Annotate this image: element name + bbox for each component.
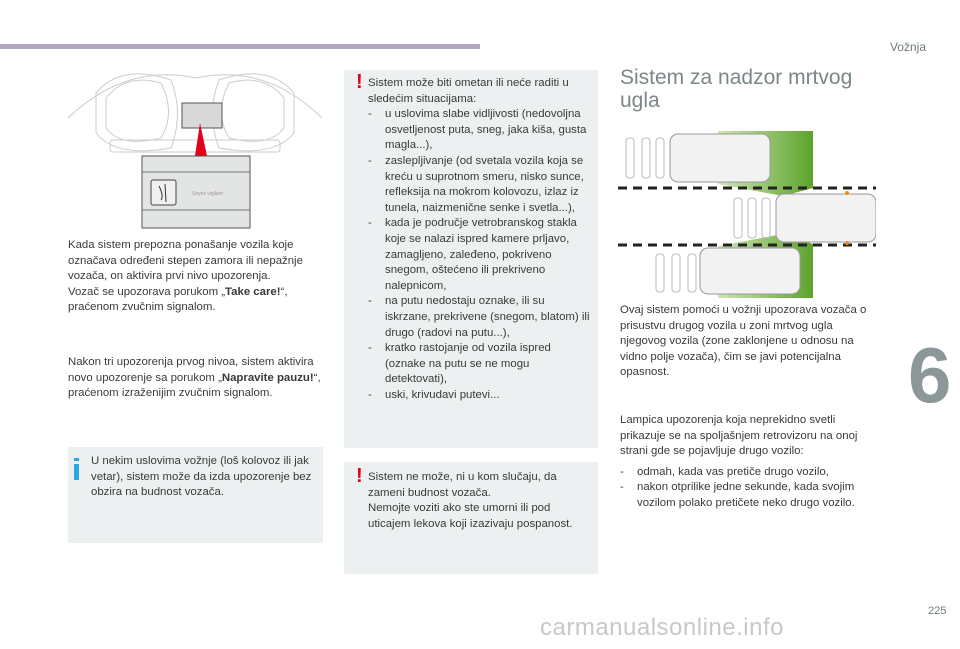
warning-box-limitations: ! Sistem može biti ometan ili neće radit… bbox=[344, 70, 598, 448]
fatigue-text: Kada sistem prepozna ponašanje vozila ko… bbox=[68, 238, 323, 402]
warning-text: Nemojte voziti ako ste umorni ili pod ut… bbox=[368, 502, 573, 530]
header-bar bbox=[0, 44, 480, 49]
paragraph: Nakon tri upozorenja prvog nivoa, sistem… bbox=[68, 355, 323, 402]
paragraph: Vozač se upozorava porukom „Take care!“,… bbox=[68, 285, 323, 316]
dashboard-illustration: Soyez vigilant bbox=[67, 73, 323, 229]
watermark: carmanualsonline.info bbox=[540, 614, 784, 641]
text: “, praćenom izraženijim zvučnim signalom… bbox=[68, 371, 321, 400]
chapter-number: 6 bbox=[908, 331, 952, 419]
warning-icon: ! bbox=[356, 71, 363, 93]
paragraph: Kada sistem prepozna ponašanje vozila ko… bbox=[68, 239, 303, 283]
list-item: na putu nedostaju oznake, ili su iskrzan… bbox=[368, 294, 592, 341]
paragraph: Ovaj sistem pomoći u vožnji upozorava vo… bbox=[620, 304, 867, 379]
warning-intro: Sistem može biti ometan ili neće raditi … bbox=[368, 77, 569, 105]
blind-spot-text: Ovaj sistem pomoći u vožnji upozorava vo… bbox=[620, 303, 878, 512]
warning-light-list: odmah, kada vas pretiče drugo vozilo, na… bbox=[620, 465, 878, 512]
text: Vozač se upozorava porukom „ bbox=[68, 285, 226, 298]
message-take-care: Take care! bbox=[225, 285, 281, 298]
warning-text: Sistem ne može, ni u kom slučaju, da zam… bbox=[368, 471, 557, 499]
list-item: kratko rastojanje od vozila ispred (ozna… bbox=[368, 341, 592, 388]
list-item: kada je područje vetrobranskog stakla ko… bbox=[368, 216, 592, 294]
warning-box-attention: ! Sistem ne može, ni u kom slučaju, da z… bbox=[344, 462, 598, 574]
list-item: odmah, kada vas pretiče drugo vozilo, bbox=[620, 465, 878, 481]
list-item: zaslepljivanje (od svetala vozila koja s… bbox=[368, 154, 592, 216]
warning-icon: ! bbox=[356, 465, 363, 487]
paragraph: Lampica upozorenja koja neprekidno svetl… bbox=[620, 413, 858, 458]
list-item: nakon otprilike jedne sekunde, kada svoj… bbox=[620, 480, 878, 511]
info-text: U nekim uslovima vožnje (loš kolovoz ili… bbox=[91, 455, 312, 499]
page-number: 225 bbox=[928, 605, 947, 617]
list-item: u uslovima slabe vidljivosti (nedovoljna… bbox=[368, 107, 592, 154]
limitations-list: u uslovima slabe vidljivosti (nedovoljna… bbox=[368, 107, 592, 403]
info-box: U nekim uslovima vožnje (loš kolovoz ili… bbox=[68, 447, 323, 543]
blind-spot-illustration bbox=[618, 131, 876, 298]
message-pause: Napravite pauzu! bbox=[221, 371, 314, 384]
info-icon bbox=[74, 458, 79, 480]
list-item: uski, krivudavi putevi... bbox=[368, 388, 592, 404]
screen-text: Soyez vigilant bbox=[192, 191, 223, 197]
text: Nakon tri upozorenja prvog nivoa, sistem… bbox=[68, 355, 314, 384]
section-title: Vožnja bbox=[889, 40, 926, 54]
page-title: Sistem za nadzor mrtvog ugla bbox=[620, 66, 853, 112]
text: “, praćenom zvučnim signalom. bbox=[68, 285, 288, 314]
